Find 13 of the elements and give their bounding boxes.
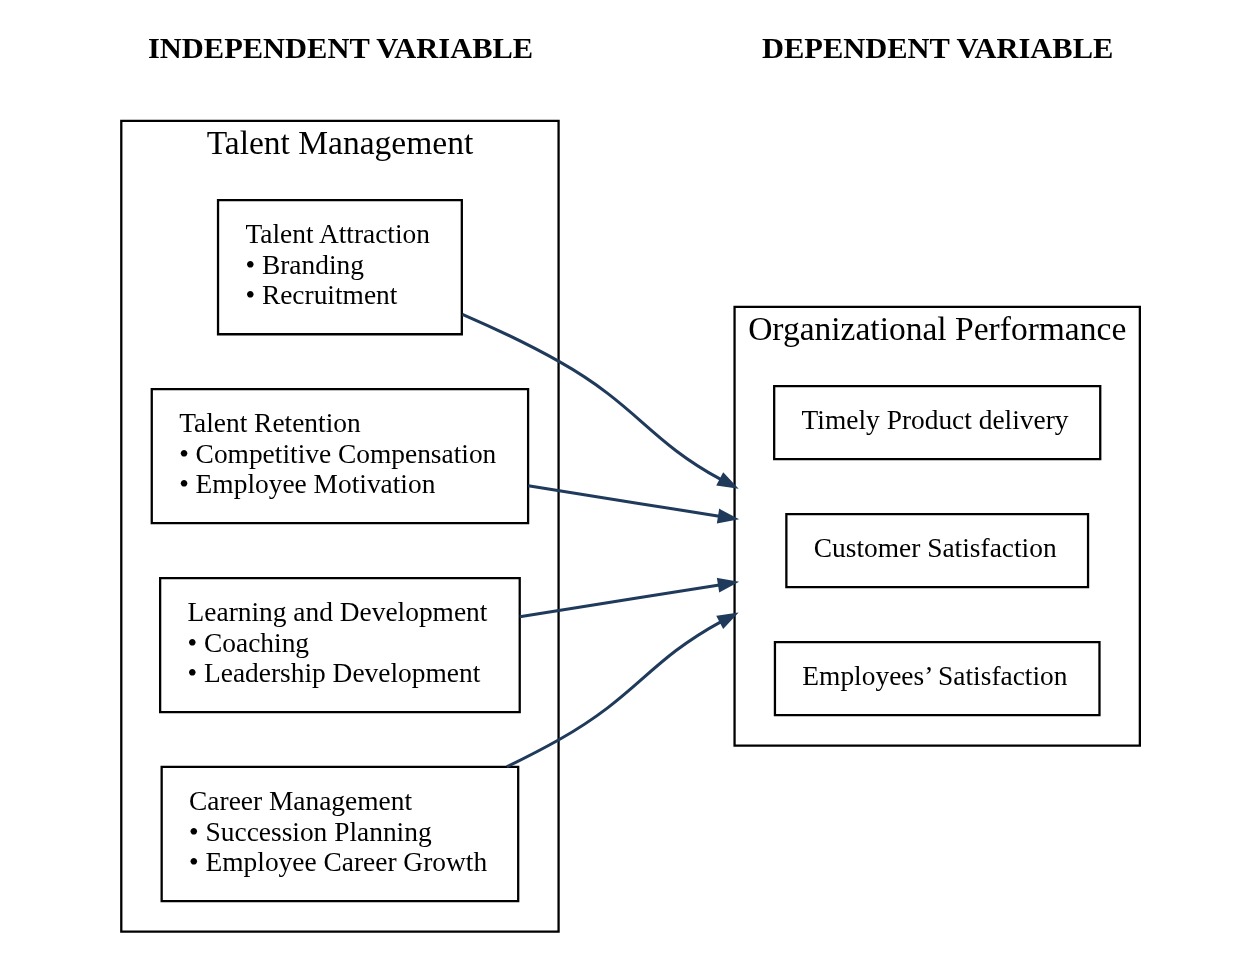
arrow — [519, 577, 739, 619]
arrow — [461, 312, 739, 489]
node-box: Employees’ Satisfaction — [773, 640, 1101, 717]
label: DEPENDENT VARIABLE — [761, 31, 1113, 66]
node-box: Timely Product delivery — [772, 384, 1101, 461]
arrow — [505, 612, 739, 769]
arrow — [527, 484, 739, 524]
node-box: Talent Attraction • Branding • Recruitment — [216, 199, 463, 336]
label: INDEPENDENT VARIABLE — [147, 31, 533, 66]
node-box: Customer Satisfaction — [784, 512, 1089, 589]
node-box: Talent Retention • Competitive Compensation • Employee Motivation — [150, 387, 529, 525]
node-box: Career Management • Succession Planning • Employee Career Growth — [160, 765, 519, 903]
node-box: Learning and Development • Coaching • Leadership Development — [158, 576, 521, 714]
